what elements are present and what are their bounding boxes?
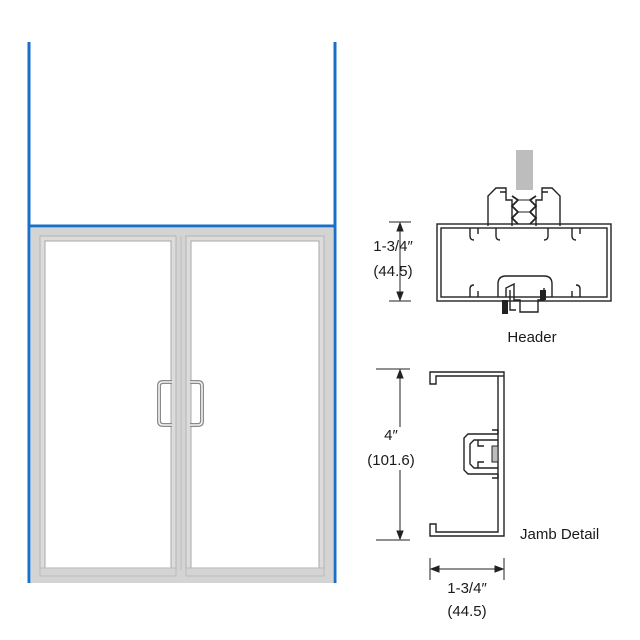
header-dimension-imperial: 1-3/4″ bbox=[373, 238, 413, 255]
jamb-width-metric: (44.5) bbox=[447, 603, 487, 620]
jamb-caption: Jamb Detail bbox=[520, 526, 600, 543]
header-dimension-label: 1-3/4″ (44.5) bbox=[352, 238, 434, 281]
jamb-height-imperial: 4″ bbox=[384, 427, 398, 444]
left-door-glass bbox=[44, 240, 172, 569]
jamb-height-metric: (101.6) bbox=[367, 452, 415, 469]
jamb-section-profile bbox=[429, 371, 505, 537]
jamb-width-imperial: 1-3/4″ bbox=[447, 580, 487, 597]
jamb-height-dimension-label: 4″ (101.6) bbox=[350, 427, 432, 470]
header-caption: Header bbox=[507, 329, 557, 346]
jamb-width-dimension-line bbox=[429, 558, 505, 580]
jamb-width-dimension-label: 1-3/4″ (44.5) bbox=[424, 580, 510, 621]
right-door-glass bbox=[190, 240, 320, 569]
transom-frame bbox=[27, 42, 337, 583]
glass-pane bbox=[516, 150, 533, 190]
door-elevation bbox=[27, 42, 337, 583]
header-section-profile bbox=[436, 150, 612, 314]
header-dimension-metric: (44.5) bbox=[373, 263, 413, 280]
header-dimension-line bbox=[389, 221, 411, 302]
